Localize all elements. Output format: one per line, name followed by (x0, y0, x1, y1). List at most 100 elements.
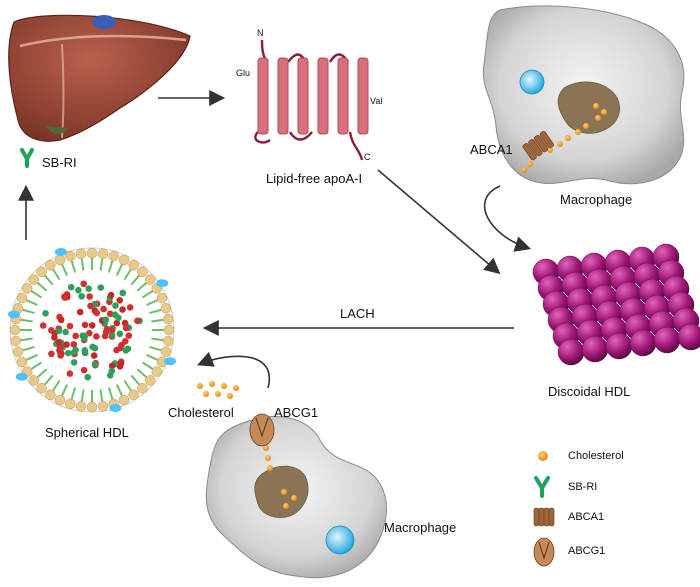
core-lipid-droplet (70, 359, 78, 366)
phospholipid-tail (20, 345, 35, 352)
phospholipid-tail (116, 262, 124, 276)
core-lipid-droplet (42, 310, 49, 317)
phospholipid-head (16, 292, 28, 304)
phospholipid-head (65, 250, 76, 262)
phospholipid-head (137, 382, 148, 394)
core-lipid-droplet (119, 289, 127, 297)
phospholipid-tail (80, 256, 85, 271)
core-lipid-droplet (111, 311, 119, 319)
core-lipid-droplet (80, 280, 88, 288)
core-lipid-droplet (55, 327, 63, 335)
core-lipid-droplet (134, 317, 141, 325)
phospholipid-tail (136, 280, 149, 292)
phospholipid-head (163, 324, 175, 336)
arrow-apoa-to-discoidal (377, 169, 501, 275)
phospholipid-head (45, 259, 56, 271)
phospholipid-tail (35, 368, 48, 380)
apoa1-patch (15, 372, 28, 381)
phospholipid-head (108, 250, 119, 262)
core-lipid-droplet (70, 341, 78, 348)
apoa1-patch (156, 279, 169, 288)
core-lipid-droplet (119, 306, 126, 313)
core-lipid-droplet (55, 338, 63, 346)
phospholipid-tail (42, 273, 54, 286)
discoidal-sphere (581, 335, 609, 363)
nucleus-top (557, 81, 620, 134)
phospholipid-tail (70, 387, 77, 402)
label-spherical-hdl: Spherical HDL (45, 425, 129, 440)
core-lipid-droplet (58, 350, 65, 357)
phospholipid-tail (141, 289, 155, 299)
phospholipid-tail (24, 298, 38, 306)
phospholipid-head (36, 382, 47, 394)
apoa1-patch (164, 357, 176, 366)
phospholipid-tail (151, 318, 166, 323)
core-lipid-droplet (91, 360, 99, 368)
core-lipid-droplet (108, 367, 116, 375)
apoa1-patch (8, 310, 20, 319)
phospholipid-head (160, 303, 172, 314)
macrophage-top (482, 5, 685, 185)
discoidal-sphere (629, 329, 657, 357)
macrophage-bottom (205, 416, 388, 579)
phospholipid-tail (29, 361, 43, 371)
discoidal-sphere (557, 338, 585, 366)
core-lipid-droplet (81, 347, 89, 354)
label-discoidal-hdl: Discoidal HDL (548, 384, 631, 399)
phospholipid-tail (149, 345, 164, 352)
phospholipid-head (128, 389, 139, 401)
core-lipid-droplet (116, 297, 124, 304)
arrow-abca1-to-discoidal (483, 185, 532, 252)
phospholipid-tail (123, 379, 133, 393)
phospholipid-tail (70, 258, 77, 273)
core-lipid-droplet (87, 302, 94, 310)
phospholipid-head (160, 346, 172, 357)
discoidal-sphere (653, 326, 681, 354)
label-macrophage-top: Macrophage (560, 192, 633, 207)
phospholipid-tail (141, 361, 155, 371)
vesicle-bottom (325, 525, 355, 555)
phospholipid-tail (107, 387, 114, 402)
core-lipid-droplet (63, 341, 70, 348)
label-glu: Glu (236, 68, 251, 78)
core-lipid-droplet (76, 308, 84, 316)
core-lipid-droplet (72, 346, 79, 354)
label-val: Val (370, 96, 383, 106)
phospholipid-head (9, 324, 21, 336)
phospholipid-head (156, 292, 168, 304)
phospholipid-head (54, 394, 66, 406)
phospholipid-tail (130, 374, 142, 387)
label-lach: LACH (340, 306, 375, 321)
phospholipid-head (162, 313, 174, 325)
phospholipid-tail (60, 262, 68, 276)
core-lipid-droplet (39, 322, 47, 329)
core-lipid-droplet (108, 326, 116, 334)
phospholipid-tail (123, 267, 133, 281)
phospholipid-tail (35, 280, 48, 292)
phospholipid-tail (151, 337, 166, 342)
phospholipid-head (28, 274, 40, 285)
core-lipid-droplet (84, 373, 92, 381)
core-lipid-droplet (93, 309, 101, 317)
label-abcg1: ABCG1 (274, 405, 319, 420)
phospholipid-tail (146, 298, 160, 306)
core-lipid-droplet (113, 319, 121, 327)
phospholipid-head (118, 254, 130, 266)
phospholipid-head (128, 259, 139, 271)
core-lipid-droplet (75, 286, 82, 294)
core-lipid-droplet (118, 341, 125, 349)
core-lipid-droplet (66, 370, 74, 377)
core-lipid-droplet (108, 362, 116, 370)
core-lipid-droplet (86, 293, 93, 300)
spherical-hdl (8, 247, 176, 413)
phospholipid-head (75, 248, 87, 260)
phospholipid-tail (29, 289, 43, 299)
phospholipid-tail (116, 384, 124, 398)
core-lipid-droplet (91, 344, 99, 352)
core-lipid-droplet (122, 324, 130, 332)
core-lipid-droplet (107, 291, 115, 299)
legend-label-abca1: ABCA1 (568, 511, 605, 523)
phospholipid-tail (99, 389, 104, 404)
phospholipid-tail (136, 368, 149, 380)
